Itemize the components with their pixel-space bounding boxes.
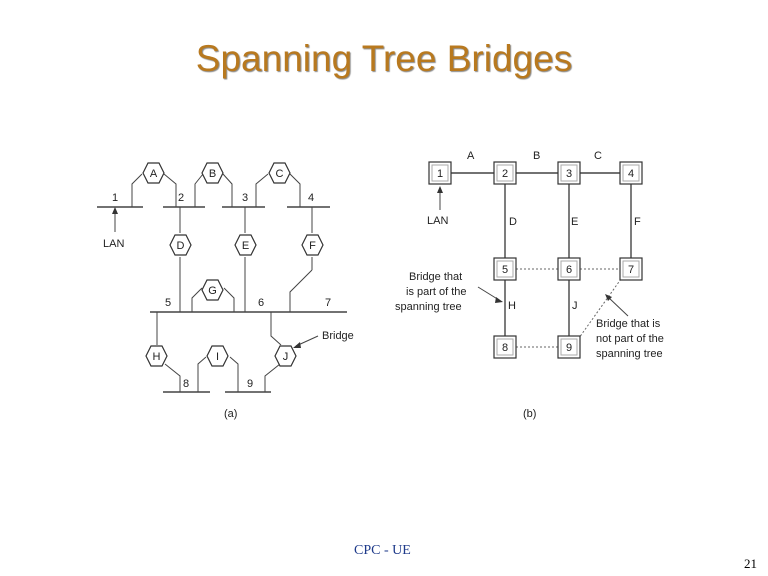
lan-label-2: 2 (178, 192, 184, 204)
figure-b: 1 2 3 4 5 6 7 8 9 A B C D E F H J LAN Br… (395, 150, 664, 420)
bridge-a-link-left (131, 173, 143, 207)
not-tree-note-pointer (607, 296, 629, 317)
node-5 (493, 257, 517, 281)
bridge-b-link-left (194, 173, 204, 207)
bridge-h-link-bottom (164, 363, 181, 392)
lan-text-a: LAN (103, 238, 124, 250)
node-label-6: 6 (566, 264, 572, 276)
node-label-3: 3 (566, 168, 572, 180)
non-tree-edge-7-9 (578, 278, 622, 339)
bridge-j-link-bottom (264, 363, 281, 392)
bridge-label-j: J (283, 351, 289, 363)
edge-label-c: C (594, 150, 602, 162)
bridge-hexagon-a (142, 162, 165, 184)
node-7 (619, 257, 643, 281)
not-tree-note-line-1: Bridge that is (596, 318, 661, 330)
bridge-j-link-top (270, 312, 282, 346)
bridge-b-link-right (222, 173, 233, 207)
node-label-7: 7 (628, 264, 634, 276)
slide-title: Spanning Tree Bridges (195, 38, 573, 79)
bridge-hexagon-d (169, 234, 192, 256)
tree-note-pointer (477, 286, 500, 301)
bridge-label-h: H (153, 351, 161, 363)
lan-label-4: 4 (308, 192, 314, 204)
edge-label-a: A (467, 150, 475, 162)
not-tree-note-line-2: not part of the (596, 333, 664, 345)
bridge-callout-arrowhead (293, 342, 301, 348)
node-3 (557, 161, 581, 185)
node-label-2: 2 (502, 168, 508, 180)
lan-text-b: LAN (427, 215, 448, 227)
edge-label-b: B (533, 150, 540, 162)
bridge-hexagon-h (145, 345, 168, 367)
edge-label-h: H (508, 300, 516, 312)
bridge-label-a: A (150, 168, 158, 180)
bridge-label-c: C (276, 168, 284, 180)
bridge-i-link-left (197, 356, 207, 392)
lan-label-3: 3 (242, 192, 248, 204)
bridge-label-b: B (209, 168, 216, 180)
tree-note-line-1: Bridge that (409, 271, 462, 283)
slide-footer: CPC - UE (354, 543, 411, 558)
bridge-hexagon-g (201, 279, 224, 301)
node-8 (493, 335, 517, 359)
bridge-label-g: G (208, 285, 217, 297)
node-label-1: 1 (437, 168, 443, 180)
node-2 (493, 161, 517, 185)
figure-a: A B C D E F G H I J 1 2 3 4 5 6 7 8 9 LA… (97, 162, 354, 420)
edge-label-f: F (634, 216, 641, 228)
lan-label-9: 9 (247, 378, 253, 390)
node-9 (557, 335, 581, 359)
bridge-a-link-right (163, 173, 177, 207)
bridge-callout-text: Bridge (322, 330, 354, 342)
bridge-label-d: D (177, 240, 185, 252)
bridge-label-i: I (216, 351, 219, 363)
node-1 (428, 161, 452, 185)
node-label-9: 9 (566, 342, 572, 354)
bridge-label-f: F (309, 240, 316, 252)
node-6 (557, 257, 581, 281)
lan-label-7: 7 (325, 297, 331, 309)
tree-note-arrowhead (495, 297, 503, 303)
lan-label-8: 8 (183, 378, 189, 390)
tree-note-line-2: is part of the (406, 286, 467, 298)
node-label-8: 8 (502, 342, 508, 354)
not-tree-note-line-3: spanning tree (596, 348, 663, 360)
tree-note-line-3: spanning tree (395, 301, 462, 313)
lan-label-1: 1 (112, 192, 118, 204)
bridge-hexagon-b (201, 162, 224, 184)
bridge-hexagon-c (268, 162, 291, 184)
bridge-label-e: E (242, 240, 249, 252)
edge-label-e: E (571, 216, 578, 228)
edge-label-j: J (572, 300, 578, 312)
caption-b: (b) (523, 408, 536, 420)
bridge-hexagon-j (274, 345, 297, 367)
bridge-hexagon-e (234, 234, 257, 256)
bridge-hexagon-f (301, 234, 324, 256)
bridge-f-link-diagonal (289, 269, 313, 312)
lan-arrowhead-b (437, 186, 443, 193)
bridge-g-link-right (223, 287, 235, 312)
bridge-c-link-left (255, 173, 269, 207)
bridge-hexagon-i (206, 345, 229, 367)
bridge-i-link-right (229, 356, 239, 392)
node-label-5: 5 (502, 264, 508, 276)
bridge-g-link-left (191, 287, 203, 312)
lan-arrowhead-a (112, 207, 118, 214)
lan-label-6: 6 (258, 297, 264, 309)
bridge-c-link-right (289, 173, 301, 207)
lan-label-5: 5 (165, 297, 171, 309)
edge-label-d: D (509, 216, 517, 228)
caption-a: (a) (224, 408, 237, 420)
not-tree-note-arrowhead (605, 294, 612, 301)
node-4 (619, 161, 643, 185)
page-number: 21 (744, 556, 757, 571)
node-label-4: 4 (628, 168, 634, 180)
